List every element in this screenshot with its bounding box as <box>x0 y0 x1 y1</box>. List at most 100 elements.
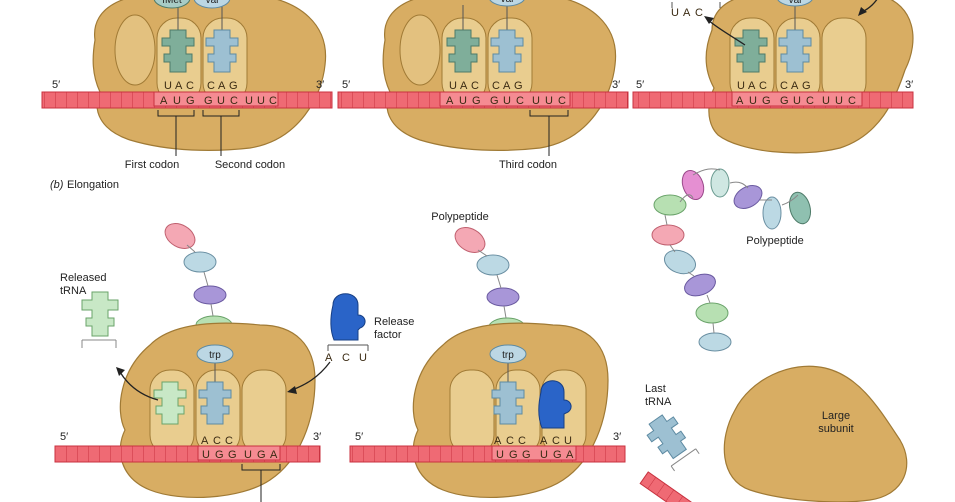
anticodon-base: U <box>449 80 457 92</box>
anticodon-base: A <box>748 80 756 92</box>
amino-acid-trp <box>489 344 527 364</box>
anticodon-base: C <box>695 7 703 19</box>
panel-2: val U A C C A G 5′ 3′ A U G G U C U U C … <box>337 0 629 171</box>
section-title: Elongation <box>67 179 119 191</box>
three-prime-label: 3′ <box>612 79 620 91</box>
mrna-base: U <box>822 95 830 107</box>
anticodon-base: A <box>791 80 799 92</box>
five-prime-label: 5′ <box>60 431 68 443</box>
second-codon-label: Second codon <box>215 159 285 171</box>
release-arrow <box>119 371 159 401</box>
exit-arrow <box>707 19 746 46</box>
anticodon-base: U <box>737 80 745 92</box>
mrna-base: U <box>835 95 843 107</box>
anticodon-base: C <box>552 435 560 447</box>
amino-acid-trp <box>196 344 234 364</box>
anticodon-base: U <box>564 435 572 447</box>
mrna-base: U <box>202 449 210 461</box>
mrna-base: U <box>749 95 757 107</box>
mrna-base: C <box>516 95 524 107</box>
anticodon-base: U <box>164 80 172 92</box>
exiting-anticodon: U A C <box>671 7 703 19</box>
release-factor-base: U <box>359 352 367 364</box>
mrna-base: C <box>806 95 814 107</box>
large-subunit-label-2: subunit <box>818 423 853 435</box>
mrna-base: G <box>257 449 266 461</box>
anticodon-base: G <box>802 80 811 92</box>
anticodon-base: C <box>759 80 767 92</box>
amino-label-trp: trp <box>502 350 514 361</box>
anticodon-base: C <box>506 435 514 447</box>
trna-exiting <box>734 29 768 73</box>
trna-fmet <box>161 5 195 73</box>
three-prime-label: 3′ <box>313 431 321 443</box>
panel-1: fMet val U A C C A G 5′ 3′ A U G G U C U… <box>41 0 333 171</box>
mrna-base: U <box>245 95 253 107</box>
panel-3: val U A C U A C C A G 5′ 3′ A U G G U <box>632 0 914 154</box>
anticodon-base: C <box>518 435 526 447</box>
anticodon-base: C <box>471 80 479 92</box>
panel-5: Polypeptide trp A C C A C U 5′ <box>349 211 626 499</box>
large-subunit-label-1: Large <box>822 410 850 422</box>
mrna-base: U <box>793 95 801 107</box>
amino-label-trp: trp <box>209 350 221 361</box>
trna-fmet <box>446 5 480 73</box>
panel-4: Released tRNA trp <box>54 223 414 502</box>
released-trna-label-2: tRNA <box>60 285 87 297</box>
amino-label-val: val <box>501 0 514 5</box>
anticodon-base: A <box>540 435 548 447</box>
anticodon-base: C <box>225 435 233 447</box>
mrna-base: G <box>509 449 518 461</box>
amino-acid-val <box>777 0 813 7</box>
three-prime-label: 3′ <box>316 79 324 91</box>
amino-label-val: val <box>206 0 219 6</box>
mrna-base: A <box>736 95 744 107</box>
anticodon-base: C <box>492 80 500 92</box>
mrna-base: G <box>215 449 224 461</box>
anticodons: U A C C A G <box>737 80 811 92</box>
three-prime-label: 3′ <box>905 79 913 91</box>
mrna-strand <box>349 445 626 463</box>
mrna-base: G <box>472 95 481 107</box>
mrna-codons: A U G G U C U U C <box>160 95 277 107</box>
polypeptide-label: Polypeptide <box>746 235 804 247</box>
mrna-base: U <box>173 95 181 107</box>
mrna-base: G <box>762 95 771 107</box>
anticodon-base: A <box>460 80 468 92</box>
mrna-codons: U G G U G A <box>202 449 278 461</box>
five-prime-label: 5′ <box>342 79 350 91</box>
anticodon-base: C <box>186 80 194 92</box>
mrna-base: G <box>780 95 789 107</box>
mrna-base: C <box>269 95 277 107</box>
mrna-base: G <box>522 449 531 461</box>
mrna-codons: U G G U G A <box>496 449 574 461</box>
mrna-base: U <box>532 95 540 107</box>
anticodon-base: A <box>175 80 183 92</box>
mrna-base: G <box>204 95 213 107</box>
mrna-codons: A U G G U C U U C <box>446 95 566 107</box>
anticodon-base: A <box>683 7 691 19</box>
first-codon-label: First codon <box>125 159 179 171</box>
released-trna-label-1: Released <box>60 272 106 284</box>
anticodons: A C C A C U <box>494 435 572 447</box>
trna-val <box>205 5 239 73</box>
five-prime-label: 5′ <box>355 431 363 443</box>
five-prime-label: 5′ <box>52 79 60 91</box>
section-letter: (b) <box>50 179 64 191</box>
anticodons: A C C <box>201 435 233 447</box>
amino-acid-val <box>193 0 231 9</box>
trna-trp <box>491 362 525 425</box>
mrna-base: C <box>558 95 566 107</box>
section-label-elongation: (b) Elongation <box>50 179 119 191</box>
last-trna-label-2: tRNA <box>645 396 672 408</box>
mrna-base: U <box>217 95 225 107</box>
mrna-base: A <box>446 95 454 107</box>
mrna-base: U <box>496 449 504 461</box>
release-factor-label-2: factor <box>374 329 402 341</box>
anticodons: U A C C A G <box>164 80 238 92</box>
anticodon-base: C <box>213 435 221 447</box>
mrna-base: U <box>459 95 467 107</box>
anticodon-base: A <box>503 80 511 92</box>
mrna-base: U <box>244 449 252 461</box>
mrna-base: G <box>553 449 562 461</box>
